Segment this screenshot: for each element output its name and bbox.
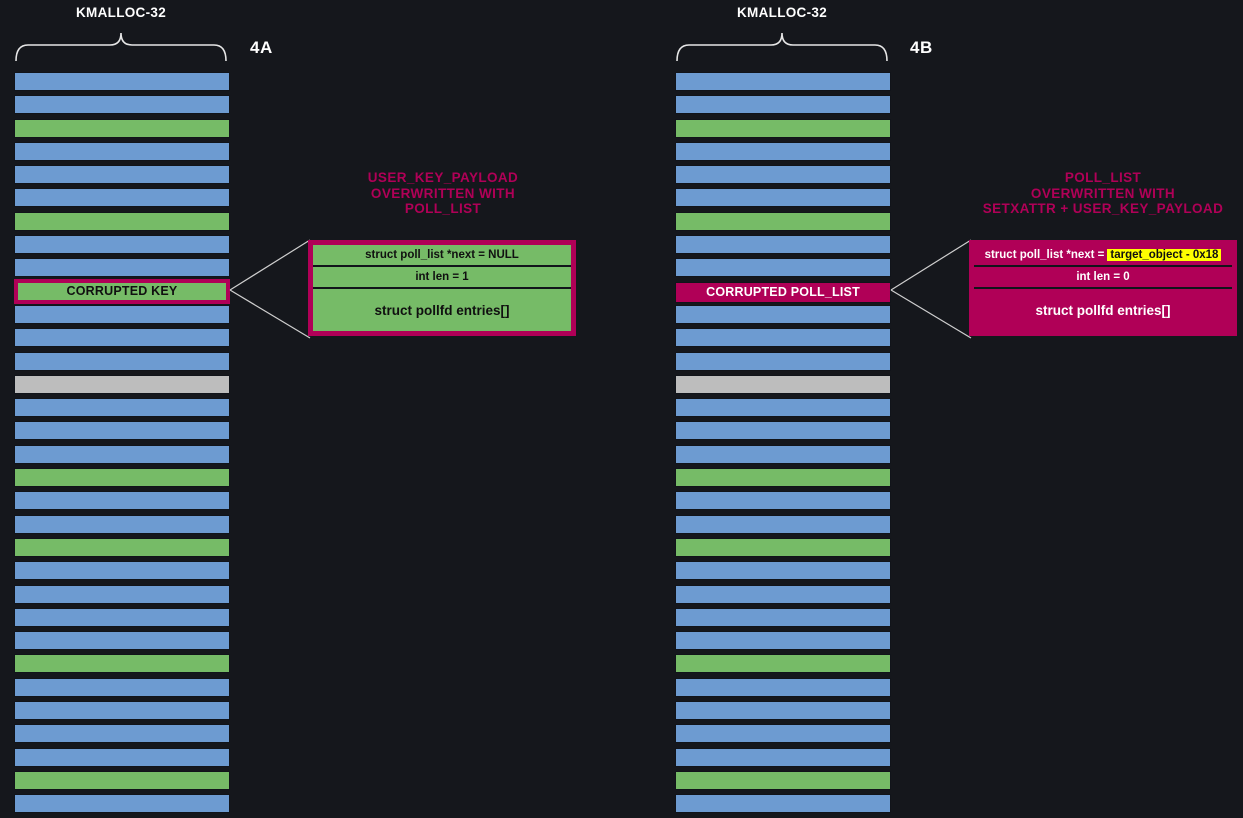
slab-row — [675, 421, 891, 441]
slab-row — [14, 747, 230, 767]
connector-funnel-4b — [890, 239, 972, 340]
struct-field-text: int len = 0 — [1076, 271, 1130, 283]
slab-row — [14, 468, 230, 488]
struct-field-text: struct pollfd entries[] — [1035, 302, 1171, 318]
struct-field: int len = 1 — [313, 267, 571, 289]
slab-row — [675, 351, 891, 371]
slab-row-label: CORRUPTED KEY — [66, 283, 178, 298]
slab-row — [675, 491, 891, 511]
slab-row — [14, 770, 230, 790]
slab-row-highlighted: CORRUPTED POLL_LIST — [675, 281, 891, 303]
slab-row — [675, 770, 891, 790]
slab-row — [675, 398, 891, 418]
slab-column-4a: CORRUPTED KEY — [14, 72, 230, 818]
struct-field-text: struct poll_list *next = — [984, 249, 1105, 261]
slab-row — [675, 235, 891, 255]
struct-field: struct pollfd entries[] — [313, 289, 571, 331]
slab-column-4b: CORRUPTED POLL_LIST — [675, 72, 891, 818]
slab-row — [675, 211, 891, 231]
struct-detail-box-4b: struct poll_list *next =target_object - … — [969, 240, 1237, 336]
slab-row — [14, 421, 230, 441]
slab-row — [14, 374, 230, 394]
panel-4b: KMALLOC-32 4B CORRUPTED POLL_LIST POLL_L… — [661, 0, 1243, 817]
slab-row — [14, 398, 230, 418]
slab-row — [14, 444, 230, 464]
slab-row — [14, 351, 230, 371]
slab-row — [675, 95, 891, 115]
panel-4a: KMALLOC-32 4A CORRUPTED KEY USER_KEY_PAY… — [0, 0, 600, 817]
struct-field: struct poll_list *next = NULL — [313, 245, 571, 267]
slab-row — [675, 304, 891, 324]
slab-row — [14, 677, 230, 697]
slab-row — [675, 561, 891, 581]
annotation-caption-4b: POLL_LIST OVERWRITTEN WITH SETXATTR + US… — [982, 170, 1224, 216]
slab-row — [675, 654, 891, 674]
struct-field-text: int len = 1 — [415, 271, 469, 283]
struct-field-highlight: target_object - 0x18 — [1107, 249, 1222, 261]
slab-row — [14, 211, 230, 231]
slab-row — [14, 491, 230, 511]
slab-row — [675, 258, 891, 278]
slab-row — [14, 258, 230, 278]
cache-brace-4a — [14, 31, 228, 62]
slab-row — [675, 165, 891, 185]
slab-row — [675, 444, 891, 464]
struct-detail-box-4a: struct poll_list *next = NULL int len = 1… — [308, 240, 576, 336]
cache-title-4a: KMALLOC-32 — [76, 5, 166, 20]
slab-row-highlighted: CORRUPTED KEY — [14, 278, 230, 304]
slab-row — [14, 95, 230, 115]
slab-row — [675, 141, 891, 161]
slab-row — [675, 118, 891, 138]
slab-row — [675, 677, 891, 697]
slab-row — [675, 607, 891, 627]
step-label-4a: 4A — [250, 38, 273, 57]
slab-row — [14, 514, 230, 534]
slab-row — [14, 584, 230, 604]
slab-row — [675, 701, 891, 721]
slab-row — [14, 328, 230, 348]
slab-row — [675, 631, 891, 651]
slab-row — [14, 72, 230, 91]
slab-row — [14, 304, 230, 324]
slab-row — [14, 654, 230, 674]
slab-row — [675, 724, 891, 744]
slab-row — [14, 537, 230, 557]
struct-field: struct poll_list *next =target_object - … — [974, 245, 1232, 267]
slab-row — [675, 468, 891, 488]
slab-row — [675, 328, 891, 348]
slab-row — [14, 607, 230, 627]
slab-row — [14, 188, 230, 208]
slab-row — [675, 794, 891, 814]
slab-row — [14, 561, 230, 581]
slab-row — [675, 72, 891, 91]
slab-row — [675, 584, 891, 604]
slab-row — [675, 537, 891, 557]
struct-field-text: struct pollfd entries[] — [374, 302, 510, 318]
slab-row — [14, 118, 230, 138]
slab-row — [14, 631, 230, 651]
annotation-caption-4a: USER_KEY_PAYLOAD OVERWRITTEN WITH POLL_L… — [367, 170, 519, 216]
step-label-4b: 4B — [910, 38, 933, 57]
slab-row-label: CORRUPTED POLL_LIST — [706, 284, 860, 299]
slab-row — [14, 701, 230, 721]
slab-row — [14, 794, 230, 814]
slab-row — [14, 165, 230, 185]
slab-row — [675, 374, 891, 394]
slab-row — [14, 141, 230, 161]
cache-title-4b: KMALLOC-32 — [737, 5, 827, 20]
struct-field-text: struct poll_list *next = NULL — [365, 249, 519, 261]
connector-funnel-4a — [229, 239, 311, 340]
slab-row — [14, 235, 230, 255]
slab-row — [675, 514, 891, 534]
cache-brace-4b — [675, 31, 889, 62]
slab-row — [14, 724, 230, 744]
struct-field: struct pollfd entries[] — [974, 289, 1232, 331]
slab-row — [675, 188, 891, 208]
slab-row — [675, 747, 891, 767]
struct-field: int len = 0 — [974, 267, 1232, 289]
